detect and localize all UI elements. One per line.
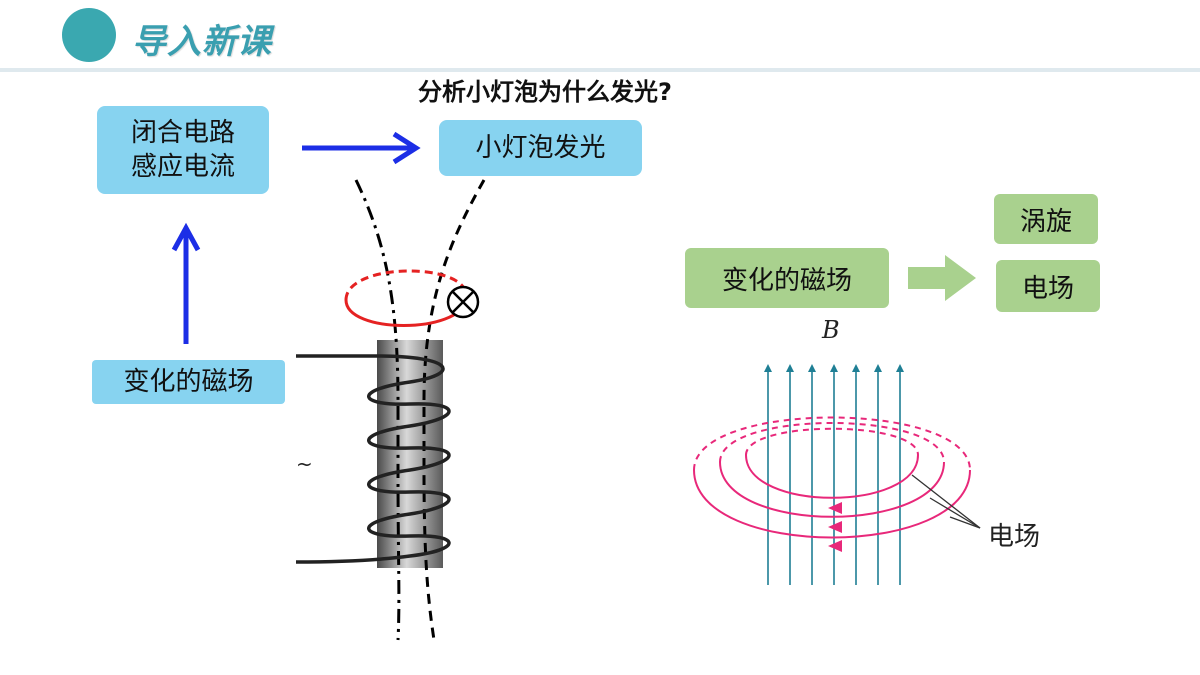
electric-field-box: 电场 bbox=[996, 260, 1100, 312]
efield-pointer-lines bbox=[911, 474, 981, 529]
bulb-glow-box: 小灯泡发光 bbox=[439, 120, 642, 176]
electric-field-rings bbox=[693, 416, 971, 539]
field-line-left bbox=[354, 179, 401, 641]
closed-circuit-box: 闭合电路 感应电流 bbox=[97, 106, 269, 194]
b-field-lines bbox=[764, 364, 904, 585]
field-line-right bbox=[422, 179, 486, 641]
changing-field-box-left: 变化的磁场 bbox=[92, 360, 285, 404]
changing-field-box-right: 变化的磁场 bbox=[685, 248, 889, 308]
arrow-green bbox=[908, 255, 976, 301]
ring-arrowheads bbox=[828, 502, 842, 552]
vortex-box: 涡旋 bbox=[994, 194, 1098, 244]
coil-winding bbox=[295, 354, 451, 564]
ac-source-symbol: ~ bbox=[296, 452, 313, 476]
circuit-box-line1: 闭合电路 bbox=[130, 118, 235, 148]
arrow-circuit-to-bulb bbox=[302, 131, 421, 165]
header-divider bbox=[0, 68, 1200, 72]
circuit-box-line2: 感应电流 bbox=[130, 152, 235, 182]
header-circle-icon bbox=[62, 8, 116, 62]
b-field-label: B bbox=[822, 316, 840, 344]
circle-cross-icon bbox=[446, 285, 480, 319]
question-heading: 分析小灯泡为什么发光? bbox=[418, 78, 672, 106]
efield-label: 电场 bbox=[988, 522, 1041, 552]
arrow-field-to-circuit bbox=[171, 222, 201, 344]
page-title: 导入新课 bbox=[132, 22, 272, 62]
